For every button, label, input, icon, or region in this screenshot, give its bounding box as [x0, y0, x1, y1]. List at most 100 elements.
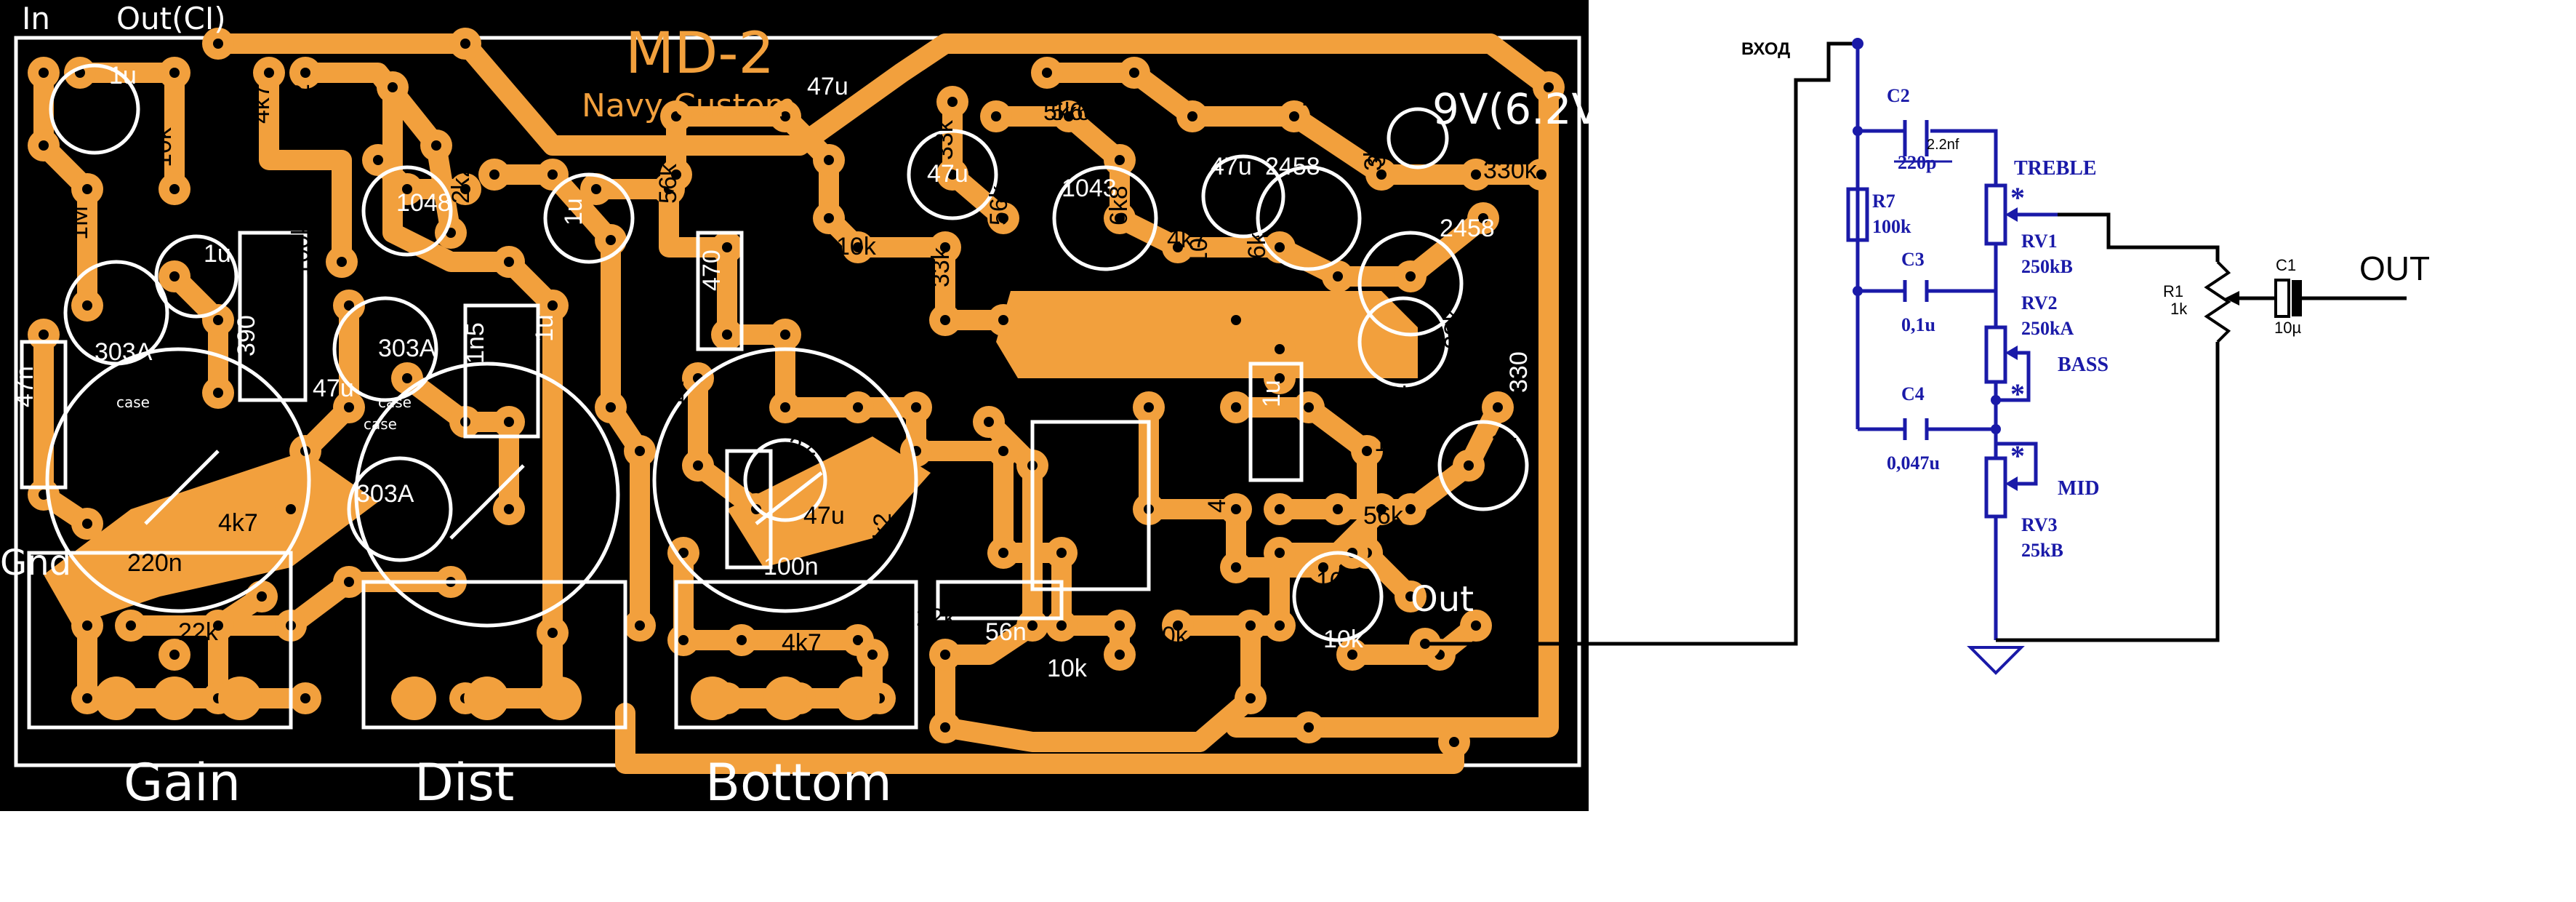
pcb-out-label: Out [1411, 579, 1474, 620]
pot-rv3 [1984, 456, 2007, 519]
pcb-component-value: 10k [1374, 382, 1415, 410]
pcb-component-value: 2k2 [327, 615, 355, 655]
sch-r7-ref: R7 [1872, 191, 1895, 212]
pcb-component-value: 1k [1251, 260, 1278, 287]
pcb-case-label-1: case [116, 394, 150, 411]
pcb-component-value: 330 [931, 511, 958, 553]
pcb-component-value: 22k [1440, 308, 1467, 349]
copper-pour-center [996, 291, 1418, 378]
pcb-pad-hole [1231, 562, 1241, 572]
pcb-component-value: 10k [1323, 626, 1364, 653]
pot-dist-outline [354, 362, 620, 628]
pcb-pad-hole [82, 620, 92, 631]
pcb-component-value: 330 [1505, 351, 1533, 393]
pcb-component-value: 470 [1203, 471, 1231, 513]
pcb-pad-hole [300, 68, 310, 78]
pcb-component-value: 10k [18, 199, 46, 240]
pcb-pad-hole [998, 548, 1008, 558]
pcb-pad-hole [504, 504, 514, 514]
pcb-pad-hole [1115, 620, 1125, 631]
pcb-pad-hole [1536, 169, 1546, 180]
pcb-pad-hole [1064, 111, 1074, 121]
pcb-pad-hole [547, 169, 558, 180]
pot-pad [465, 676, 509, 720]
pcb-component-value: 1u [560, 198, 587, 226]
sch-rv3-ref: RV3 [2021, 514, 2058, 535]
pcb-component-value: 1048 [396, 189, 452, 217]
pcb-component-value: 1M [65, 206, 93, 240]
pcb-pad-hole [344, 300, 354, 311]
pcb-component-value: 100n [763, 553, 819, 580]
pcb-pad-hole [940, 722, 950, 733]
sch-output-label: OUT [2359, 250, 2430, 287]
pcb-pad-hole [911, 402, 921, 412]
pcb-pad-hole [591, 184, 601, 194]
pot-pad [836, 676, 880, 720]
pcb-component-value: 10k [618, 265, 646, 306]
pcb-power-label: 9V(6.2V) [1432, 84, 1617, 134]
pcb-pad-hole [388, 82, 398, 92]
pcb-title: MD-2 [625, 21, 774, 87]
pcb-out-ci-label: Out(CI) [116, 1, 226, 36]
pcb-pad-hole [1449, 737, 1459, 747]
pcb-component-value: 4k7 [218, 509, 258, 537]
sch-bass-label: BASS [2058, 354, 2108, 376]
sch-c3-value: 0,1u [1901, 314, 1935, 335]
pcb-component-value: 6k8 [1105, 185, 1133, 226]
pcb-component-value: 1u [1258, 380, 1285, 407]
pot-pad [393, 676, 436, 720]
pcb-pad-hole [1027, 620, 1038, 631]
sch-r1-ref: R1 [2163, 282, 2183, 300]
sch-c4-ref: C4 [1901, 383, 1925, 404]
pcb-pad-hole [1275, 242, 1285, 252]
pcb-pad-hole [1544, 82, 1554, 92]
pcb-pad-hole [1333, 504, 1343, 514]
pcb-pad-hole [1275, 504, 1285, 514]
pcb-pad-hole [940, 650, 950, 660]
pcb-pad-hole [1464, 460, 1474, 471]
pcb-component-value: 47n [11, 366, 39, 407]
pcb-pad-hole [940, 242, 950, 252]
pcb-pad-hole [1056, 620, 1067, 631]
pot-rv1 [1984, 183, 2007, 246]
out-to-input-wire [1425, 41, 1858, 646]
sch-treble-label: TREBLE [2014, 157, 2097, 180]
pcb-pad-hole [780, 111, 790, 121]
pcb-component-value: 15k [236, 651, 277, 679]
pcb-pad-hole [1376, 169, 1387, 180]
pcb-pad-hole [213, 315, 223, 325]
pcb-pad-hole [998, 213, 1008, 223]
pcb-component-value: 47u [313, 375, 354, 402]
pcb-component-value: 56k [1163, 425, 1191, 466]
pcb-pad-hole [824, 213, 834, 223]
pcb-component-value: 10k [836, 233, 877, 260]
sch-c3-ref: C3 [1901, 249, 1925, 270]
pcb-pad-hole [824, 155, 834, 165]
sch-c1-value: 10µ [2274, 319, 2301, 337]
pcb-component-value: 5k6 [1051, 98, 1091, 126]
pcb-pad-hole [373, 155, 383, 165]
pcb-component-value: 22k [916, 604, 957, 631]
tone-stack-schematic: ВХОД [1741, 38, 2430, 675]
pcb-component-value: 330k [1516, 324, 1544, 378]
pcb-pad-hole [1405, 271, 1416, 282]
pcb-pad-hole [1275, 548, 1285, 558]
pcb-pad-hole [1115, 213, 1125, 223]
pcb-component-value: 303A [378, 335, 436, 362]
pcb-gnd-label: Gnd [0, 543, 71, 583]
pcb-pad-hole [1144, 402, 1154, 412]
pcb-pad-hole [82, 693, 92, 703]
pcb-pad-hole [286, 504, 296, 514]
pcb-pad-hole [504, 257, 514, 267]
pcb-pad-hole [1042, 68, 1052, 78]
pcb-pad-hole [635, 620, 645, 631]
pcb-pad-hole [998, 315, 1008, 325]
pcb-component-value: 2458 [1265, 153, 1320, 180]
pcb-dist-label: Dist [414, 753, 514, 813]
pcb-pad-hole [1173, 620, 1183, 631]
pcb-pad-hole [82, 184, 92, 194]
pcb-pad-hole [39, 68, 49, 78]
pcb-pad-hole [431, 140, 441, 151]
pcb-pad-hole [213, 620, 223, 631]
